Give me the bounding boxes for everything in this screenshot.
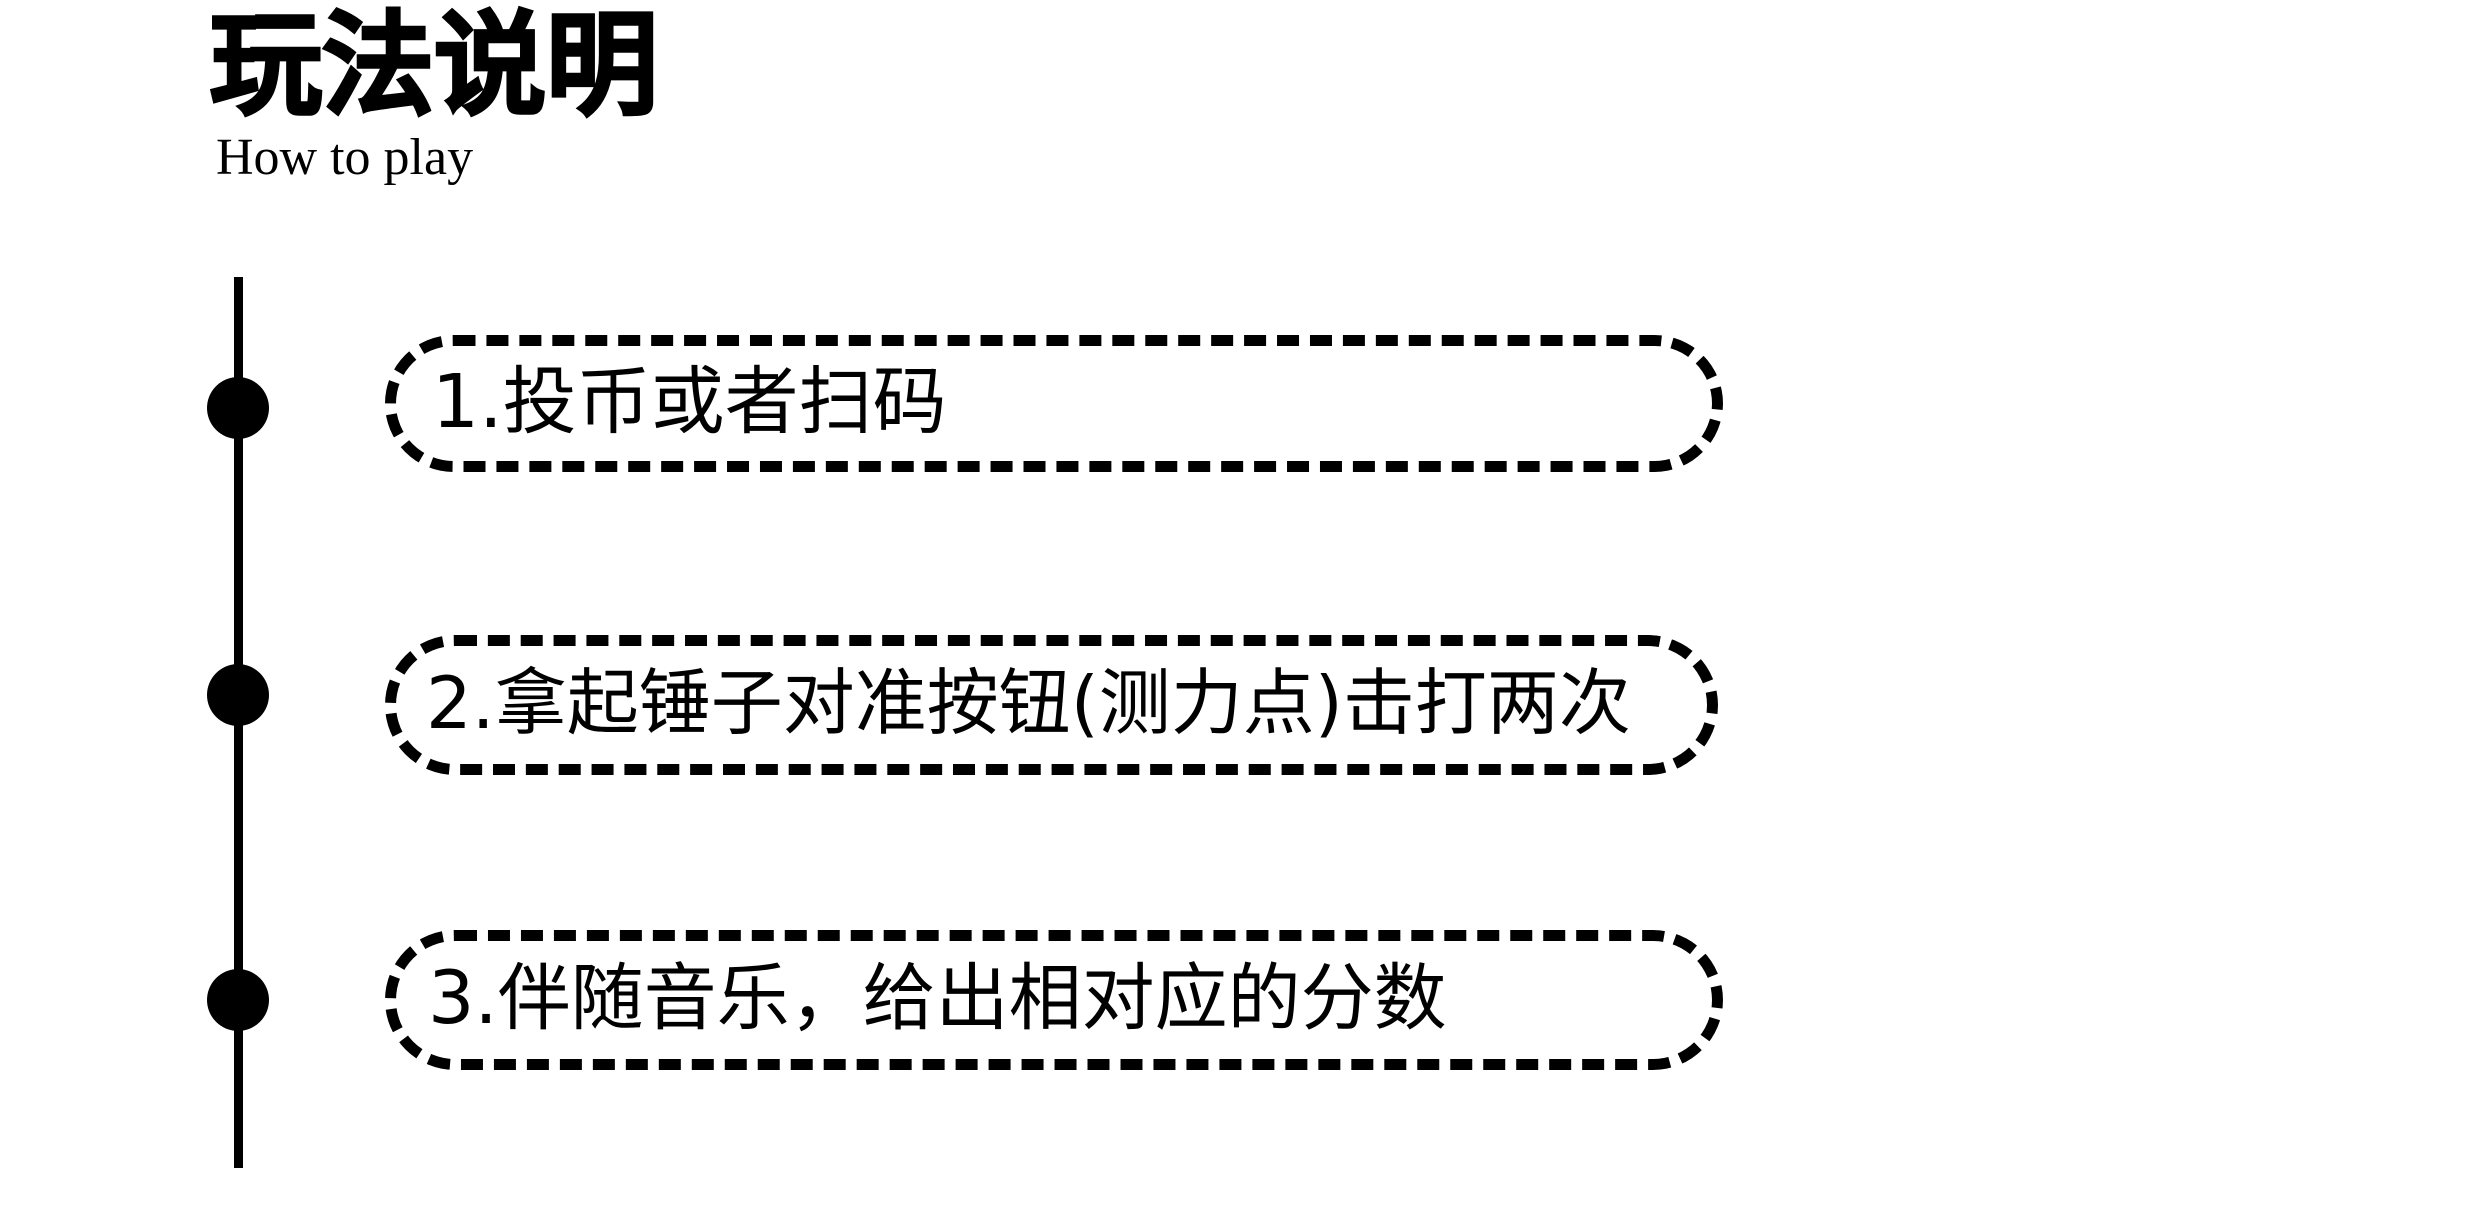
header-block: 玩法说明 How to play bbox=[209, 1, 1610, 186]
page-title: 玩法说明 bbox=[209, 1, 660, 131]
page-subtitle: How to play bbox=[216, 128, 474, 186]
step-label: 3.伴随音乐，给出相对应的分数 bbox=[428, 955, 1447, 1041]
filled-circle-icon bbox=[207, 664, 269, 726]
step-item-3: 3.伴随音乐，给出相对应的分数 bbox=[385, 930, 1723, 1070]
filled-circle-icon bbox=[207, 377, 269, 439]
step-label: 2.拿起锤子对准按钮(测力点)击打两次 bbox=[426, 661, 1631, 745]
step-label: 1.投币或者扫码 bbox=[432, 358, 947, 445]
step-item-2: 2.拿起锤子对准按钮(测力点)击打两次 bbox=[385, 635, 1718, 775]
filled-circle-icon bbox=[207, 969, 269, 1031]
step-item-1: 1.投币或者扫码 bbox=[385, 335, 1723, 472]
